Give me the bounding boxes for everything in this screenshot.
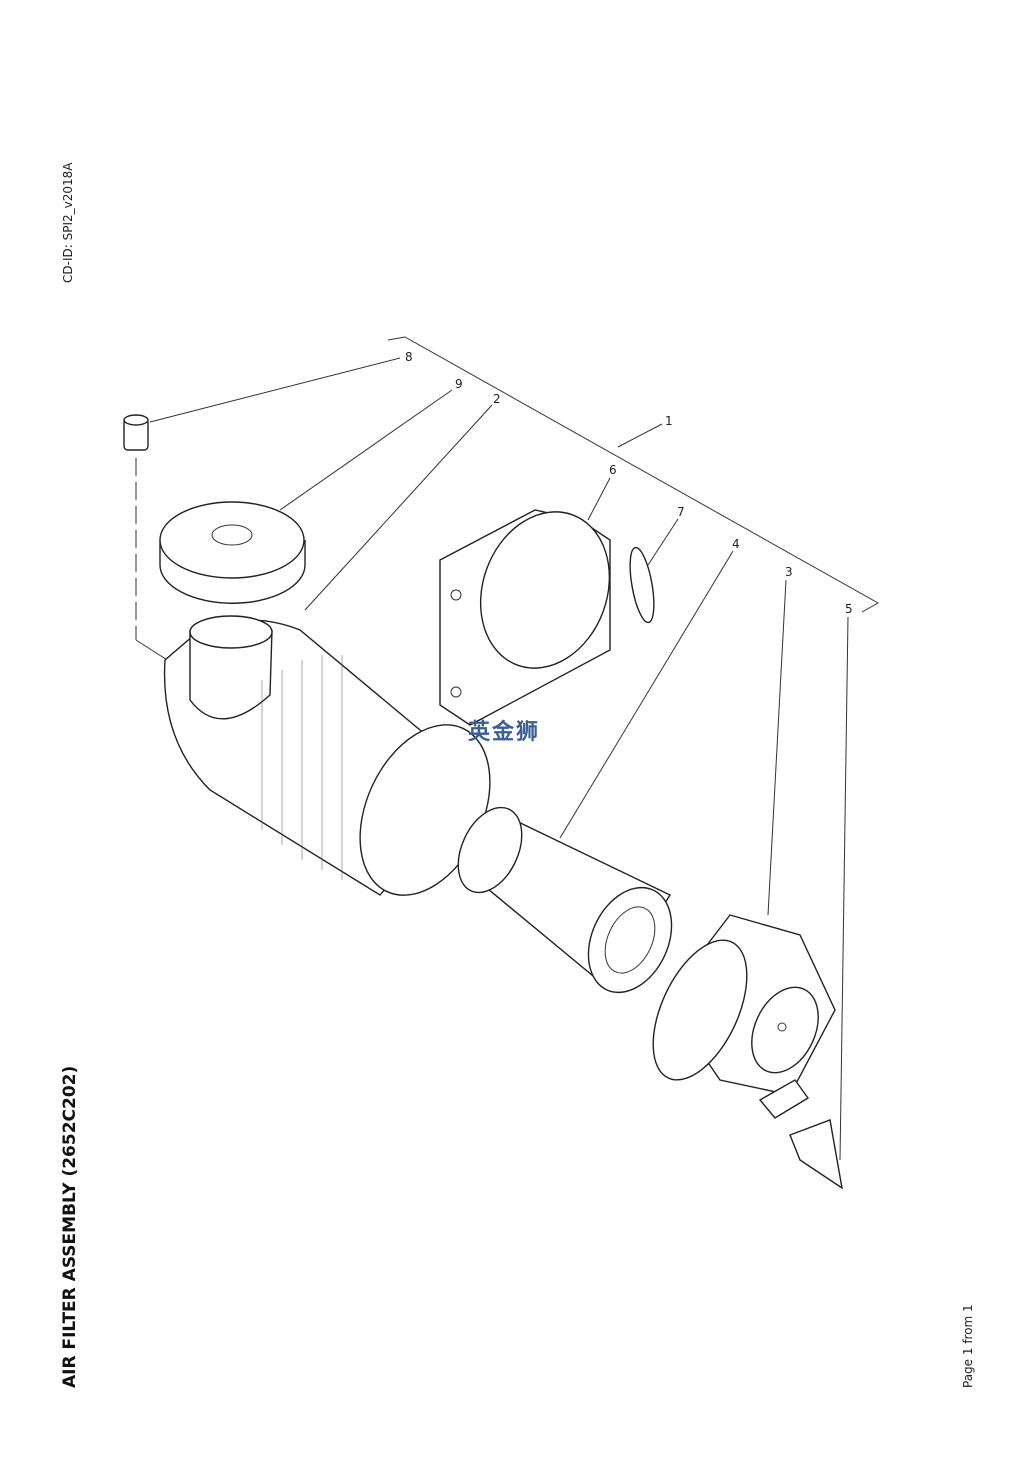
callout-5: 5: [845, 602, 853, 616]
watermark: 英金狮: [468, 720, 541, 745]
callout-2: 2: [493, 392, 501, 406]
callout-4: 4: [732, 537, 740, 551]
part-7-seal: [629, 546, 655, 624]
callout-8: 8: [405, 350, 413, 364]
part-4-filter-element: [457, 806, 673, 994]
part-6-bracket: [439, 509, 611, 726]
part-2-housing: [163, 615, 491, 896]
part-3-end-cap: [652, 914, 836, 1119]
callout-1: 1: [665, 414, 673, 428]
callout-9: 9: [455, 377, 463, 391]
part-9-cover: [159, 501, 306, 604]
part-5-dust-valve: [789, 1119, 843, 1190]
part-8-cap: [123, 414, 149, 451]
callout-3: 3: [785, 565, 793, 579]
callout-6: 6: [609, 463, 617, 477]
callout-7: 7: [677, 505, 685, 519]
